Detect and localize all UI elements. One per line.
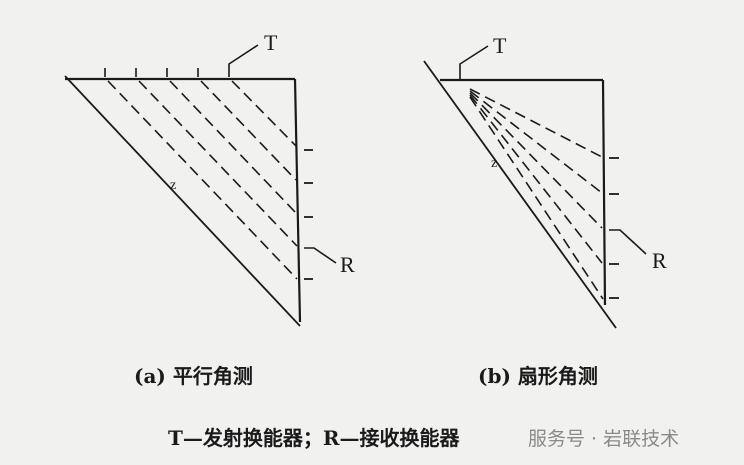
panel-b-caption: (b) 扇形角测 [478,364,598,388]
transmitter-ticks [104,44,259,77]
panel-b-z-label: z [491,156,498,171]
panel-a-z-label: z [170,178,177,193]
panel-a-receiver-label: R [340,252,355,277]
panel-a-right-edge [293,78,302,323]
parallel-ray-paths [107,80,298,280]
fan-ray-paths [469,88,604,300]
transmitter-lead [459,45,489,79]
panel-b-transmitter-label: T [493,33,507,58]
receiver-ticks-b [609,157,647,299]
panel-b-right-edge [601,79,607,306]
panel-b-drawing [423,45,647,329]
panel-a-drawing [64,44,337,327]
panel-a-transmitter-label: T [264,30,278,55]
panel-a-hypotenuse [64,75,301,327]
legend-caption: T—发射换能器；R—接收换能器 [168,426,460,450]
watermark: 服务号 · 岩联技术 [528,428,680,450]
panel-b-hypotenuse [423,60,617,329]
receiver-ticks [304,149,337,280]
panel-b-receiver-label: R [652,248,667,273]
panel-a-caption: (a) 平行角测 [134,364,253,388]
